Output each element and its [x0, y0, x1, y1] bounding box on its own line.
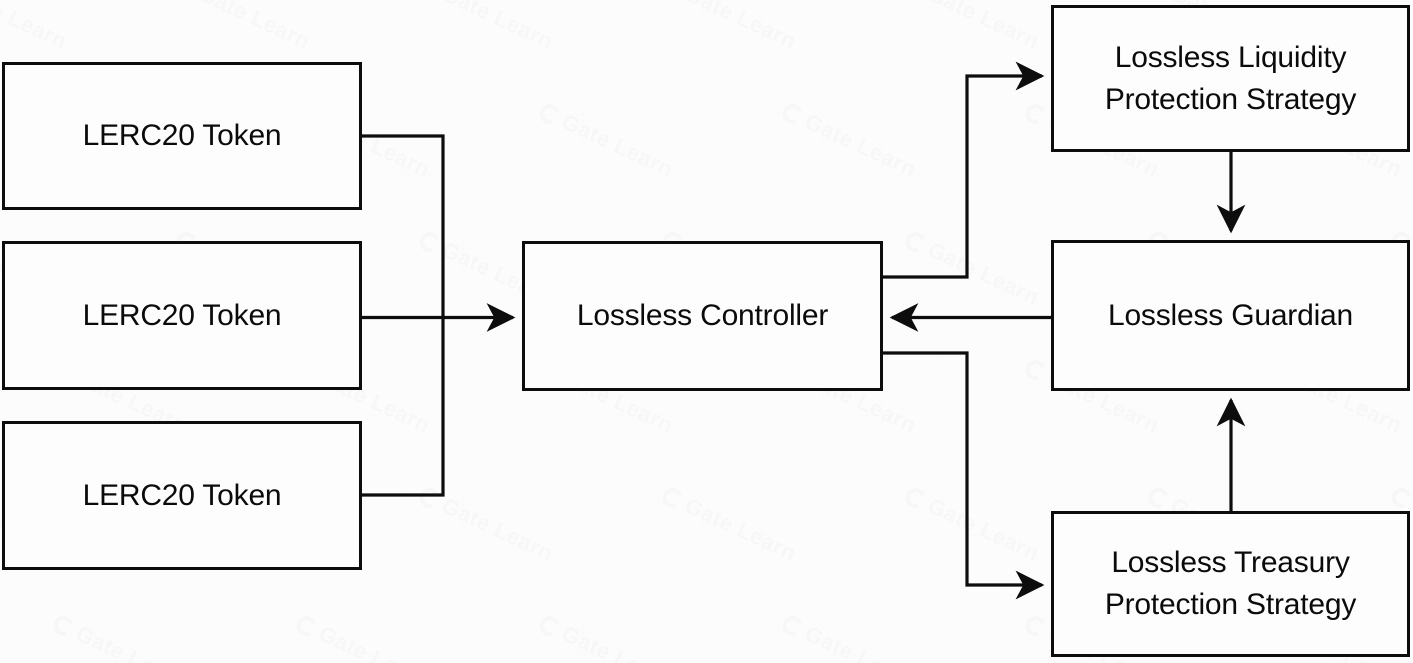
edge-controller-treasury: [883, 351, 1045, 600]
node-token2[interactable]: LERC20 Token: [2, 241, 362, 390]
node-label-token3: LERC20 Token: [82, 478, 282, 512]
node-guardian[interactable]: Lossless Guardian: [1051, 240, 1410, 391]
node-token3[interactable]: LERC20 Token: [2, 421, 362, 570]
edge-controller-liquidity: [883, 61, 1045, 279]
edge-token3-controller: [362, 317, 445, 497]
node-token1[interactable]: LERC20 Token: [2, 62, 362, 210]
node-label-treasury: Lossless Treasury Protection Strategy: [1104, 546, 1357, 621]
node-label-guardian: Lossless Guardian: [1107, 298, 1354, 332]
node-label-token2: LERC20 Token: [82, 298, 282, 332]
node-label-token1: LERC20 Token: [82, 119, 282, 152]
node-label-controller: Lossless Controller: [576, 299, 829, 332]
node-label-liquidity: Lossless Liquidity Protection Strategy: [1104, 40, 1357, 116]
node-controller[interactable]: Lossless Controller: [522, 241, 883, 391]
node-treasury[interactable]: Lossless Treasury Protection Strategy: [1051, 511, 1410, 657]
node-liquidity[interactable]: Lossless Liquidity Protection Strategy: [1051, 5, 1410, 152]
edge-token1-controller: [362, 134, 445, 318]
